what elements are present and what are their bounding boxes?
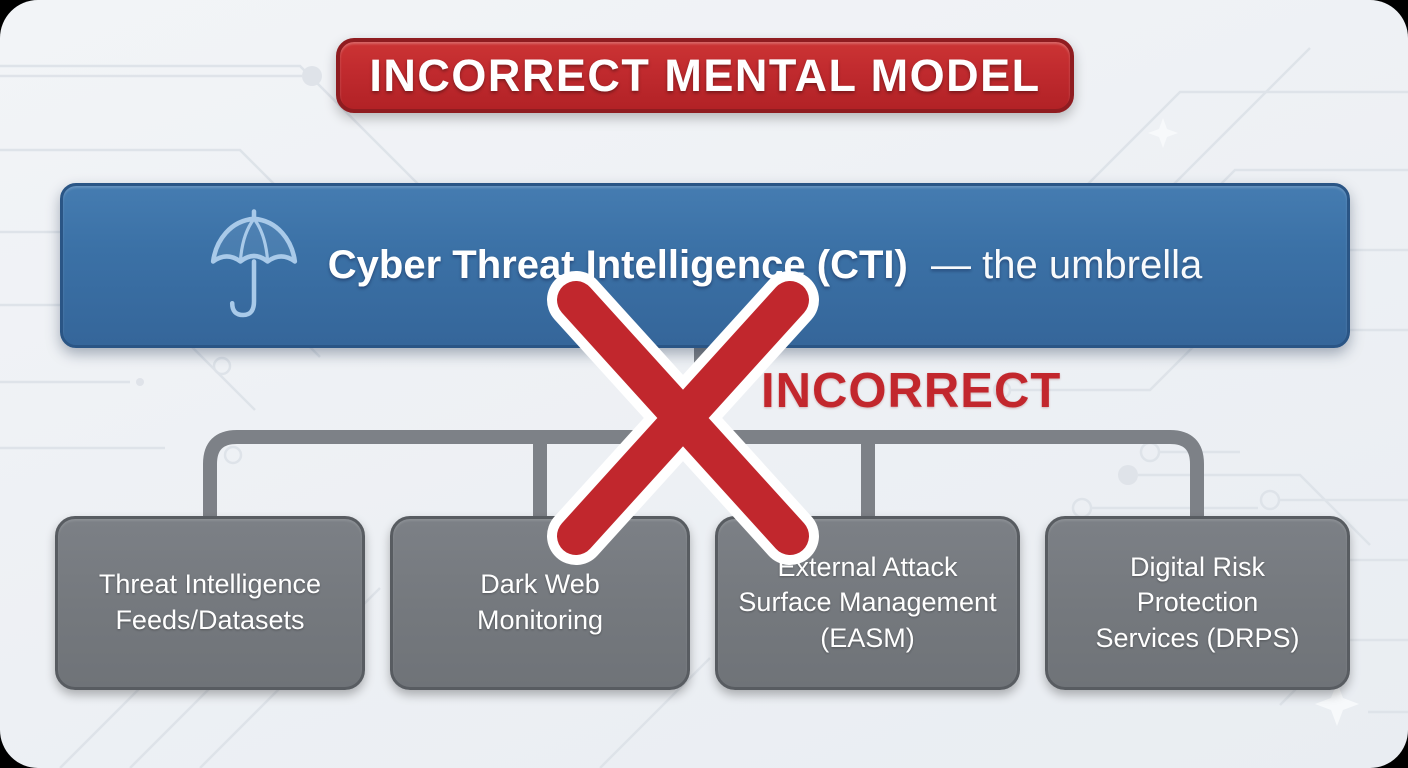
- title-banner-label: INCORRECT MENTAL MODEL: [369, 49, 1041, 101]
- cti-bar-title-main: Cyber Threat Intelligence (CTI): [327, 243, 908, 287]
- cti-umbrella-bar: Cyber Threat Intelligence (CTI) — the um…: [60, 183, 1350, 348]
- incorrect-annotation-label: INCORRECT: [761, 364, 1062, 418]
- child-box-label: External Attack Surface Management (EASM…: [738, 551, 997, 653]
- child-box-dark-web-monitoring: Dark Web Monitoring: [390, 516, 690, 690]
- child-box-label: Digital Risk Protection Services (DRPS): [1095, 551, 1300, 653]
- child-box-label: Dark Web Monitoring: [476, 569, 604, 635]
- child-box-drps: Digital Risk Protection Services (DRPS): [1045, 516, 1350, 690]
- child-box-label: Threat Intelligence Feeds/Datasets: [98, 569, 322, 635]
- title-banner: INCORRECT MENTAL MODEL: [336, 38, 1074, 113]
- sparkle-icon: [1148, 118, 1359, 726]
- child-box-threat-intel-feeds: Threat Intelligence Feeds/Datasets: [55, 516, 365, 690]
- cti-bar-title: Cyber Threat Intelligence (CTI) — the um…: [328, 243, 1202, 288]
- umbrella-icon: [210, 208, 297, 317]
- cti-bar-title-suffix: — the umbrella: [931, 243, 1203, 287]
